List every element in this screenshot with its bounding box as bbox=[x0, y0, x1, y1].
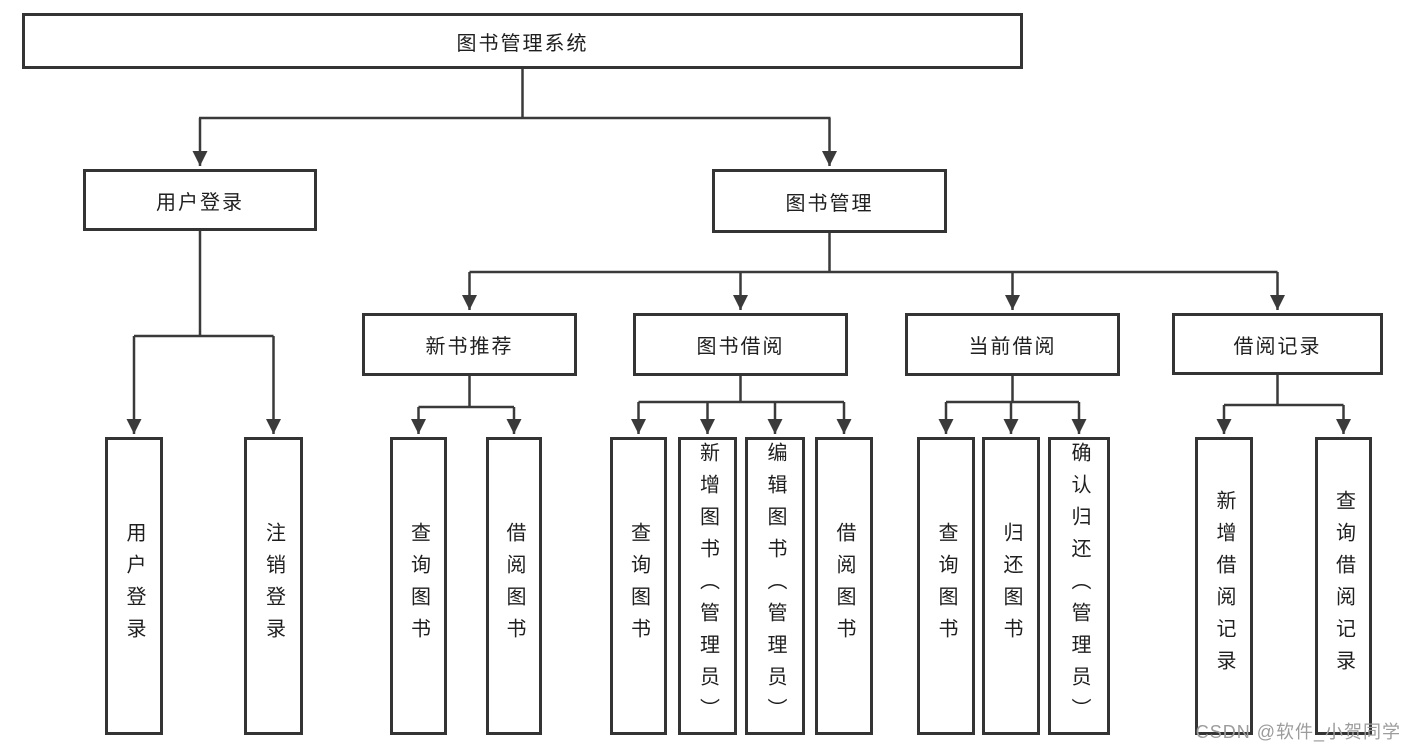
node-user-login-label: 用户登录 bbox=[156, 191, 244, 214]
leaf-cb-return-books: 归还图书 bbox=[982, 437, 1040, 735]
leaf-nb-query-books: 查询图书 bbox=[390, 437, 447, 735]
csdn-watermark: CSDN @软件_小贺同学 bbox=[1195, 722, 1401, 742]
node-borrow-records: 借阅记录 bbox=[1172, 313, 1383, 375]
node-current-borrow: 当前借阅 bbox=[905, 313, 1120, 376]
node-new-book-recommend-label: 新书推荐 bbox=[425, 336, 514, 358]
node-new-book-recommend: 新书推荐 bbox=[362, 313, 577, 376]
leaf-logout: 注销登录 bbox=[244, 437, 303, 735]
leaf-logout-label: 注销登录 bbox=[262, 522, 285, 650]
leaf-bb-borrow-books: 借阅图书 bbox=[815, 437, 873, 735]
leaf-br-query-record-label: 查询借阅记录 bbox=[1332, 490, 1355, 682]
leaf-bb-query-books: 查询图书 bbox=[610, 437, 667, 735]
leaf-user-login: 用户登录 bbox=[105, 437, 163, 735]
leaf-bb-add-books-admin: 新增图书（管理员） bbox=[678, 437, 737, 735]
leaf-nb-query-books-label: 查询图书 bbox=[407, 522, 430, 650]
leaf-cb-query-books: 查询图书 bbox=[917, 437, 975, 735]
leaf-nb-borrow-books-label: 借阅图书 bbox=[503, 522, 525, 650]
node-borrow-records-label: 借阅记录 bbox=[1233, 335, 1322, 358]
leaf-nb-borrow-books: 借阅图书 bbox=[486, 437, 542, 735]
leaf-bb-borrow-books-label: 借阅图书 bbox=[833, 522, 855, 650]
node-book-management: 图书管理 bbox=[712, 169, 947, 233]
leaf-user-login-label: 用户登录 bbox=[123, 522, 145, 650]
leaf-cb-confirm-return-admin-label: 确认归还（管理员） bbox=[1068, 442, 1090, 730]
node-root: 图书管理系统 bbox=[22, 13, 1023, 69]
leaf-bb-edit-books-admin: 编辑图书（管理员） bbox=[745, 437, 805, 735]
leaf-br-query-record: 查询借阅记录 bbox=[1315, 437, 1372, 735]
leaf-br-add-record: 新增借阅记录 bbox=[1195, 437, 1253, 735]
node-user-login: 用户登录 bbox=[83, 169, 317, 231]
leaf-cb-query-books-label: 查询图书 bbox=[935, 522, 957, 650]
node-book-borrow-label: 图书借阅 bbox=[696, 336, 785, 358]
leaf-bb-query-books-label: 查询图书 bbox=[627, 522, 650, 650]
leaf-bb-add-books-admin-label: 新增图书（管理员） bbox=[696, 442, 719, 730]
node-book-management-label: 图书管理 bbox=[785, 192, 874, 215]
node-root-label: 图书管理系统 bbox=[456, 32, 589, 55]
leaf-cb-confirm-return-admin: 确认归还（管理员） bbox=[1048, 437, 1110, 735]
leaf-cb-return-books-label: 归还图书 bbox=[1000, 522, 1022, 650]
leaf-br-add-record-label: 新增借阅记录 bbox=[1213, 490, 1235, 682]
node-book-borrow: 图书借阅 bbox=[633, 313, 848, 376]
leaf-bb-edit-books-admin-label: 编辑图书（管理员） bbox=[764, 442, 786, 730]
node-current-borrow-label: 当前借阅 bbox=[968, 336, 1057, 358]
